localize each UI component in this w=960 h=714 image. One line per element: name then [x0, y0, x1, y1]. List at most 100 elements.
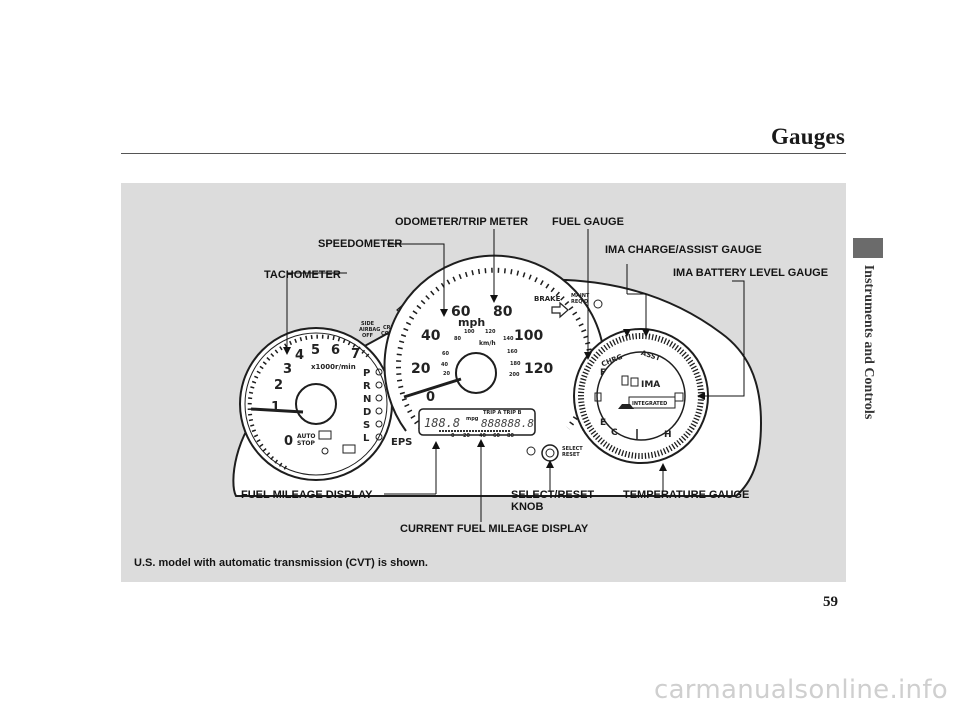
temperature-gauge-callout: TEMPERATURE GAUGE — [623, 489, 750, 501]
figure-caption: U.S. model with automatic transmission (… — [134, 557, 428, 569]
gear-r: R — [363, 381, 371, 392]
tach-unit: x1000r/min — [311, 363, 356, 371]
page-title: Gauges — [770, 124, 845, 149]
fuel-gauge-callout: FUEL GAUGE — [552, 216, 624, 228]
kmh-number-160: 160 — [507, 349, 518, 355]
speedo-needle — [403, 377, 462, 399]
right-turn-arrow-icon — [551, 301, 569, 319]
integrated-ima-badge — [628, 396, 676, 409]
battery-warning-icon — [318, 430, 332, 440]
speed-number-80: 80 — [493, 304, 513, 320]
odo-digits: 888888.8 — [481, 417, 534, 430]
section-tab-marker — [853, 238, 883, 258]
side-airbag-label-3: OFF — [362, 333, 373, 339]
select-reset-line-1: SELECT/RESET — [511, 489, 595, 501]
tach-number-3: 3 — [283, 362, 292, 377]
maint-label-2: REQ'D — [571, 299, 588, 305]
speed-number-20: 20 — [411, 361, 431, 377]
kmh-unit: km/h — [479, 340, 496, 347]
side-airbag-label-2: AIRBAG — [359, 327, 380, 333]
tach-number-1: 1 — [271, 400, 280, 415]
kmh-number-60: 60 — [442, 351, 449, 357]
integrated-label: INTEGRATED — [632, 401, 667, 407]
auto-stop-label-1: AUTO — [297, 433, 316, 440]
ima-battery-level-gauge-callout: IMA BATTERY LEVEL GAUGE — [673, 267, 829, 279]
gear-d: D — [363, 407, 371, 418]
scale-number-40: 40 — [479, 433, 486, 439]
trip-label: TRIP A TRIP B — [483, 410, 522, 416]
tach-number-4: 4 — [295, 348, 304, 363]
tach-number-6: 6 — [331, 343, 340, 358]
kmh-number-200: 200 — [509, 372, 520, 378]
fuel-pump-icon — [621, 375, 629, 386]
fuel-full-label: F — [600, 368, 606, 378]
ima-charge-assist-gauge-callout: IMA CHARGE/ASSIST GAUGE — [605, 244, 762, 256]
section-tab-label: Instruments and Controls — [861, 264, 876, 420]
check-engine-icon — [342, 444, 356, 454]
tach-number-7: 7 — [351, 347, 360, 362]
tach-number-5: 5 — [311, 343, 320, 358]
kmh-number-80: 80 — [454, 336, 461, 342]
mpg-digits: 188.8 — [424, 416, 460, 430]
scale-number-20: 20 — [463, 433, 470, 439]
fuel-empty-label: E — [600, 418, 606, 428]
speedometer-callout: SPEEDOMETER — [318, 238, 403, 250]
figure-panel: 0 1 2 3 4 5 6 7 x1000r/min P R N D S L S… — [121, 183, 846, 582]
ima-gauge-cluster: CHRG ASST F E C H IMA INTEGRATED — [573, 328, 709, 464]
tach-hub — [295, 383, 337, 425]
gear-s: S — [363, 420, 370, 431]
eps-label: EPS — [391, 437, 412, 448]
select-reset-line-2: KNOB — [511, 501, 544, 513]
ima-label: IMA — [641, 380, 660, 390]
speed-number-120: 120 — [524, 361, 553, 377]
ima-battery-icon — [630, 377, 639, 387]
tach-needle — [250, 407, 304, 414]
select-label-1: SELECT — [562, 446, 583, 452]
callout-arrowheads — [283, 295, 705, 471]
temp-hot-label: H — [664, 430, 672, 440]
gear-p: P — [363, 368, 370, 379]
current-fuel-mileage-display-callout: CURRENT FUEL MILEAGE DISPLAY — [400, 523, 589, 535]
kmh-number-20: 20 — [443, 371, 450, 377]
key-icon — [321, 447, 329, 455]
kmh-number-140: 140 — [503, 336, 514, 342]
gear-n: N — [363, 394, 371, 405]
seatbelt-icon — [526, 446, 536, 456]
kmh-number-40: 40 — [441, 362, 448, 368]
speed-number-0: 0 — [426, 390, 435, 405]
brake-label: BRAKE — [534, 295, 561, 303]
select-reset-knob-icon — [541, 444, 559, 462]
kmh-number-180: 180 — [510, 361, 521, 367]
speed-unit: mph — [458, 316, 485, 329]
callout-leader-lines — [286, 229, 745, 522]
gear-l: L — [363, 433, 370, 444]
speed-number-40: 40 — [421, 328, 441, 344]
speed-number-100: 100 — [514, 328, 543, 344]
speedo-hub — [455, 352, 497, 394]
speed-number-60: 60 — [451, 304, 471, 320]
instrument-cluster-illustration: 0 1 2 3 4 5 6 7 x1000r/min P R N D S L S… — [232, 229, 763, 522]
fuel-mileage-display-callout: FUEL MILEAGE DISPLAY — [241, 489, 373, 501]
header-rule — [121, 153, 846, 154]
watermark: carmanualsonline.info — [653, 675, 948, 705]
gear-indicator: P R N D S L — [363, 368, 383, 444]
tachometer-callout: TACHOMETER — [264, 269, 341, 281]
kmh-number-100: 100 — [464, 329, 475, 335]
auto-stop-label-2: STOP — [297, 440, 316, 447]
select-reset-knob-callout: SELECT/RESET KNOB — [511, 489, 594, 513]
tach-number-0: 0 — [284, 434, 293, 449]
temp-cold-label: C — [611, 428, 618, 438]
digital-display — [418, 408, 536, 436]
tach-number-2: 2 — [274, 378, 283, 393]
car-icon — [618, 404, 634, 409]
tachometer-dial: 0 1 2 3 4 5 6 7 x1000r/min — [239, 327, 393, 481]
scale-number-60: 60 — [493, 433, 500, 439]
kmh-number-120: 120 — [485, 329, 496, 335]
odometer-trip-meter-callout: ODOMETER/TRIP METER — [395, 216, 529, 228]
scale-number-80: 80 — [507, 433, 514, 439]
right-indicator-icon — [674, 392, 684, 402]
mpg-unit: mpg — [466, 416, 479, 422]
side-airbag-label-1: SIDE — [361, 321, 375, 327]
page-number: 59 — [823, 594, 838, 610]
select-label-2: RESET — [562, 452, 580, 458]
